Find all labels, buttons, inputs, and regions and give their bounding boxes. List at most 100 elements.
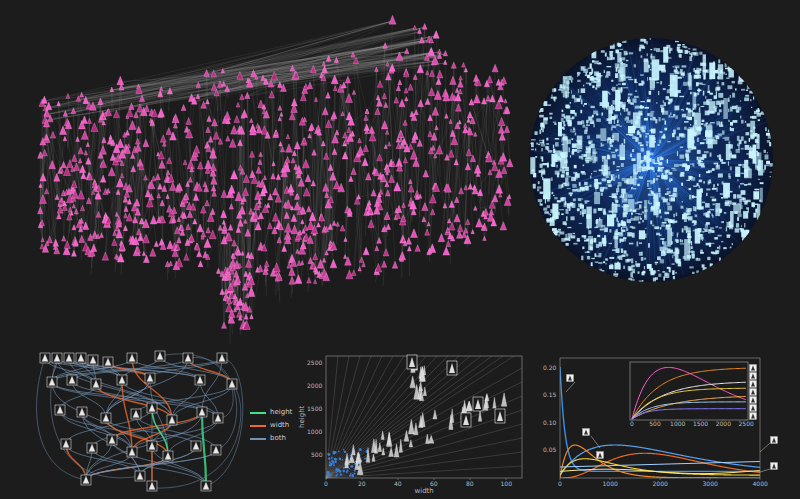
network-node: [222, 220, 225, 224]
network-node: [76, 137, 80, 142]
network-node: [263, 176, 266, 180]
network-node: [130, 153, 134, 159]
network-node: [72, 225, 76, 230]
network-node: [231, 125, 238, 134]
network-node: [289, 277, 295, 285]
network-node: [234, 116, 240, 123]
network-node: [50, 131, 55, 138]
network-node: [154, 241, 158, 246]
network-node: [204, 239, 211, 248]
network-edge: [266, 82, 277, 279]
network-node: [257, 265, 263, 272]
network-node: [248, 288, 255, 297]
network-node: [81, 172, 86, 178]
network-node: [278, 105, 282, 110]
network-node: [250, 314, 254, 318]
network-node: [295, 275, 302, 284]
network-edge: [351, 112, 367, 122]
network-edge: [439, 151, 440, 177]
network-node: [181, 104, 186, 110]
network-node: [144, 105, 149, 112]
network-node: [72, 155, 78, 162]
network-node: [113, 231, 117, 236]
network-node: [303, 225, 308, 231]
network-edge: [208, 171, 209, 191]
network-node: [250, 118, 253, 122]
network-node: [78, 190, 85, 199]
network-node: [201, 231, 206, 237]
network-node: [286, 144, 293, 152]
network-edge: [301, 263, 302, 281]
network-node: [188, 177, 192, 182]
network-node: [222, 224, 227, 231]
network-node: [266, 203, 270, 208]
network-edge: [253, 74, 255, 216]
network-node: [330, 259, 337, 267]
network-node: [62, 236, 66, 241]
network-node: [166, 170, 170, 175]
network-node: [307, 277, 311, 283]
network-node: [81, 116, 87, 123]
network-node: [144, 255, 150, 262]
network-edge: [171, 120, 176, 180]
network-node: [222, 322, 227, 328]
network-node: [61, 161, 66, 167]
network-node: [117, 76, 124, 84]
network-node: [278, 117, 281, 121]
network-node: [150, 248, 156, 256]
network-node: [275, 194, 281, 202]
network-node: [256, 166, 261, 173]
network-node: [200, 206, 206, 213]
network-edge: [190, 241, 191, 262]
network-node: [241, 110, 247, 118]
network-node: [237, 310, 243, 317]
network-node: [152, 176, 156, 181]
network-node: [169, 261, 173, 266]
network-node: [197, 162, 203, 169]
network-node: [102, 252, 108, 260]
network-node: [264, 261, 269, 267]
network-node: [221, 190, 227, 197]
network-node: [287, 263, 291, 269]
network-node: [313, 279, 316, 283]
network-node: [71, 250, 76, 256]
network-node: [86, 142, 89, 146]
network-node: [63, 167, 70, 176]
network-node: [109, 135, 112, 139]
network-node: [249, 151, 254, 157]
network-node: [326, 92, 331, 98]
network-node: [229, 139, 236, 147]
network-edge: [365, 213, 366, 236]
network-node: [40, 244, 44, 249]
network-node: [301, 261, 304, 265]
network-node: [150, 216, 157, 224]
network-node: [224, 111, 231, 119]
network-node: [87, 118, 91, 123]
network-edge: [227, 61, 435, 89]
network-node: [194, 145, 200, 153]
network-node: [114, 110, 120, 117]
network-node: [300, 93, 306, 101]
pink-network: [38, 15, 513, 344]
network-node: [112, 239, 117, 246]
network-node: [286, 134, 290, 139]
network-node: [311, 180, 315, 186]
network-edge: [445, 63, 446, 188]
network-node: [81, 131, 88, 140]
network-node: [220, 289, 225, 295]
network-node: [91, 244, 97, 251]
network-node: [55, 194, 59, 199]
network-node: [47, 236, 53, 243]
network-node: [209, 230, 216, 239]
network-edge: [465, 131, 468, 168]
network-node: [197, 250, 202, 256]
network-node: [226, 136, 230, 141]
network-node: [201, 101, 207, 108]
network-node: [268, 194, 273, 200]
network-node: [232, 240, 237, 246]
network-node: [216, 268, 220, 273]
network-node: [289, 267, 295, 275]
network-edge: [383, 265, 384, 286]
network-node: [198, 261, 203, 267]
network-node: [64, 241, 70, 249]
